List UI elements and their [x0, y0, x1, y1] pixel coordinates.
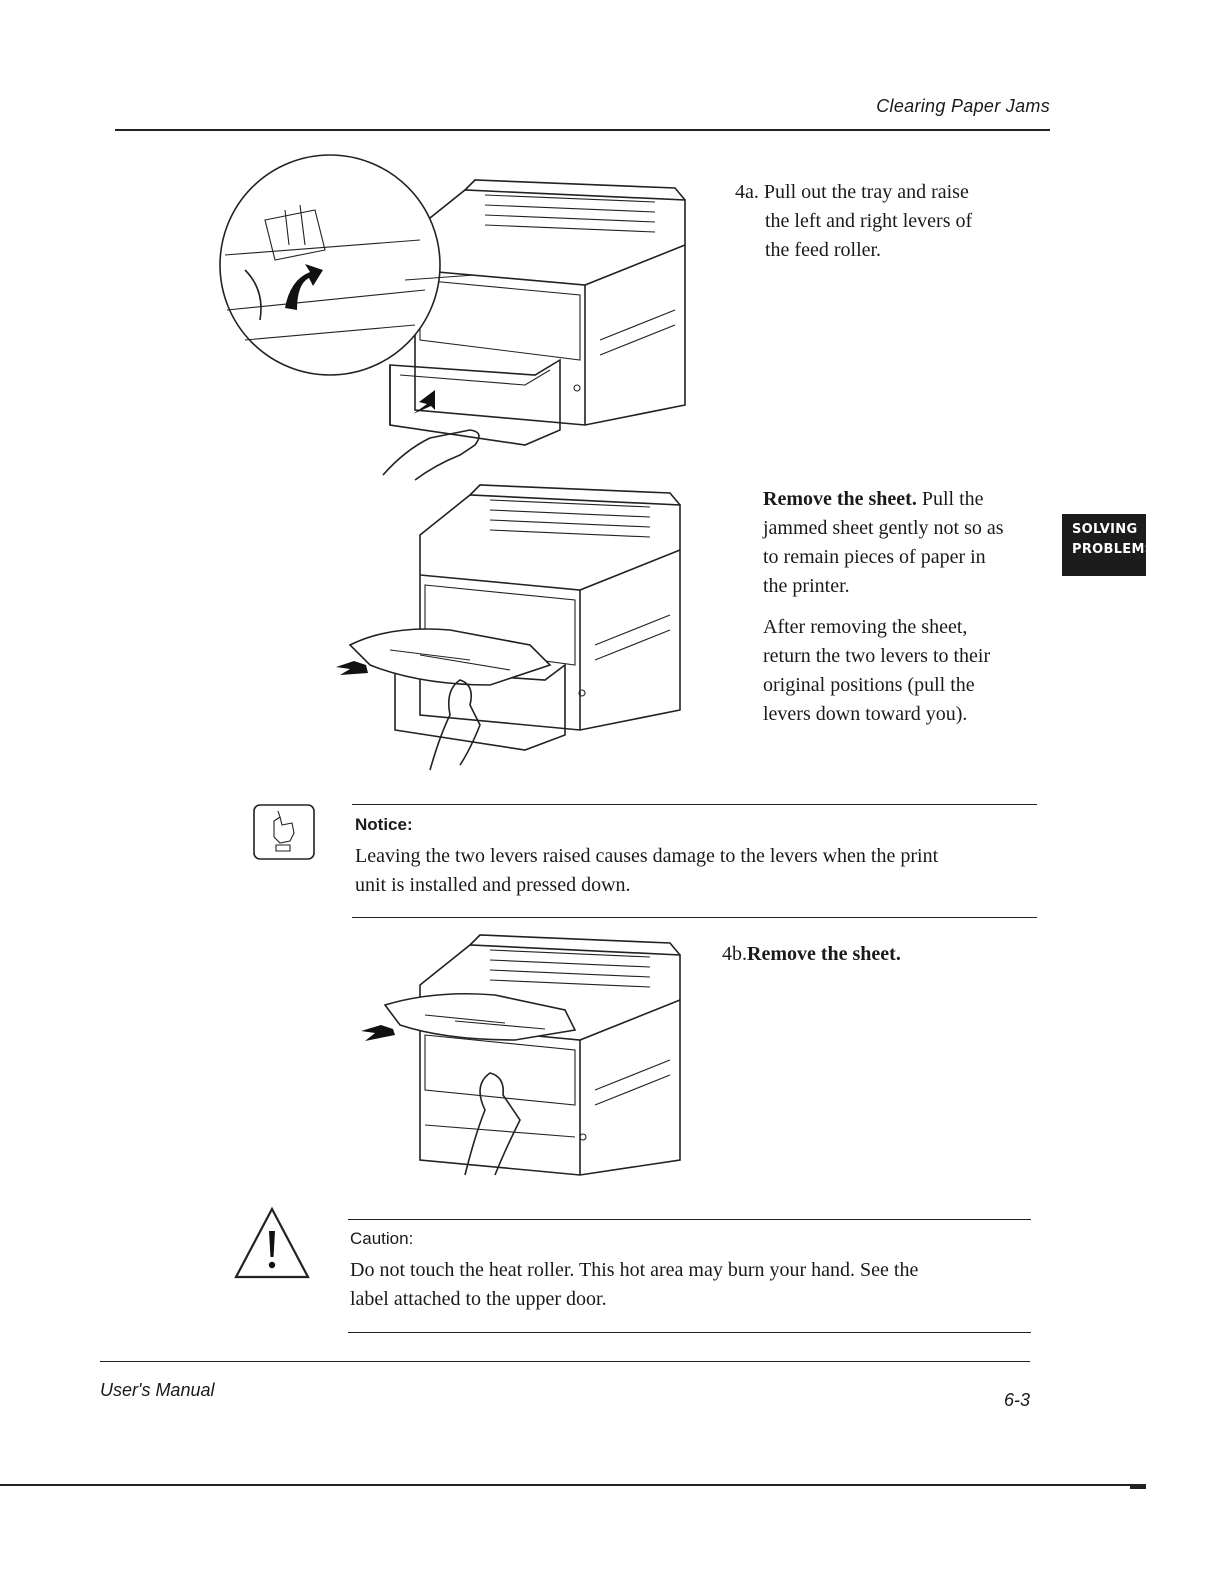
footer-page-number: 6-3 [1003, 1390, 1030, 1410]
caution-label: Caution: [350, 1229, 414, 1248]
caution-line2: label attached to the upper door. [350, 1288, 607, 1310]
after-removing-line2: return the two levers to their [763, 645, 991, 667]
side-tab-line1: SOLVING [1072, 522, 1138, 537]
figure-remove-sheet [336, 484, 681, 771]
figure-pull-tray [219, 154, 686, 481]
after-removing-line4: levers down toward you). [763, 703, 968, 725]
notice-label: Notice: [355, 815, 413, 834]
step-4a-line1: Pull out the tray and raise [763, 181, 969, 203]
notice-bottom-rule [352, 917, 1037, 918]
scan-edge-mark [1130, 1484, 1146, 1489]
figure-remove-sheet-4b [361, 934, 681, 1176]
pointing-hand-icon [253, 804, 315, 860]
after-removing-line1: After removing the sheet, [763, 616, 968, 638]
notice-text: Leaving the two levers raised causes dam… [355, 842, 1055, 900]
caution-bottom-rule [348, 1332, 1031, 1333]
footer-manual-title: User's Manual [100, 1380, 215, 1400]
notice-line1: Leaving the two levers raised causes dam… [355, 845, 939, 867]
section-title: Clearing Paper Jams [876, 96, 1050, 116]
step-4a-number: 4a. [735, 181, 759, 203]
step-4a-line2: the left and right levers of [765, 210, 973, 232]
footer-rule [100, 1361, 1030, 1362]
notice-top-rule [352, 804, 1037, 805]
step-4b-text: 4b.Remove the sheet. [722, 940, 1042, 969]
remove-sheet-line2: jammed sheet gently not so as [763, 517, 1004, 539]
remove-sheet-text: Remove the sheet. Pull the jammed sheet … [763, 485, 1043, 729]
step-4b-bold: Remove the sheet. [747, 943, 901, 965]
side-tab-line2: PROBLEMS [1072, 542, 1155, 557]
notice-line2: unit is installed and pressed down. [355, 874, 631, 896]
remove-sheet-after-bold: Pull the [916, 488, 984, 510]
caution-text: Do not touch the heat roller. This hot a… [350, 1256, 1050, 1314]
step-4a-line3: the feed roller. [765, 239, 882, 261]
header-rule [115, 129, 1050, 131]
caution-top-rule [348, 1219, 1031, 1220]
remove-sheet-line3: to remain pieces of paper in [763, 546, 986, 568]
remove-sheet-line4: the printer. [763, 575, 850, 597]
step-4b-number: 4b. [722, 943, 747, 965]
remove-sheet-bold: Remove the sheet. [763, 488, 917, 510]
step-4a-text: 4a. Pull out the tray and raise the left… [735, 178, 1055, 265]
side-tab-solving-problems: SOLVING PROBLEMS [1062, 514, 1155, 576]
caution-line1: Do not touch the heat roller. This hot a… [350, 1259, 919, 1281]
after-removing-line3: original positions (pull the [763, 674, 975, 696]
scan-edge-line [0, 1484, 1145, 1486]
warning-triangle-icon [234, 1206, 310, 1279]
